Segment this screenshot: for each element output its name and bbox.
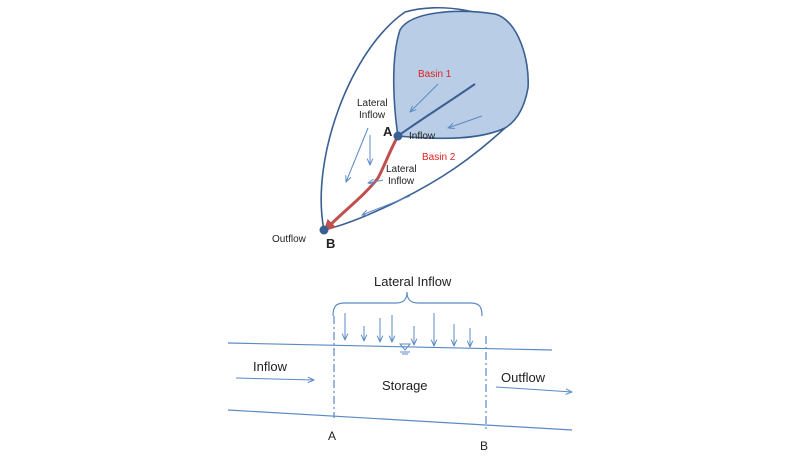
- outflow-label-top: Outflow: [272, 234, 307, 245]
- point-a-marker: [393, 131, 403, 141]
- main-river: [323, 135, 400, 232]
- outflow-arrow: [495, 386, 572, 392]
- point-a-label: A: [383, 124, 393, 139]
- point-b-label: B: [326, 236, 335, 251]
- section-b-label: B: [480, 439, 488, 453]
- basin1-arrow: [410, 83, 439, 112]
- tributary-line: [397, 83, 476, 137]
- lateral-left-arrow-1: [346, 127, 369, 182]
- storage-label: Storage: [382, 378, 428, 393]
- section-a-label: A: [328, 429, 336, 443]
- outflow-label: Outflow: [501, 370, 546, 385]
- lateral-bottom-arrow: [362, 195, 411, 215]
- water-surface-icon: [398, 343, 412, 355]
- basin1-inner-arrow: [448, 115, 483, 128]
- basin-2-label: Basin 2: [422, 152, 456, 163]
- lateral-inflow-brace: [332, 291, 483, 317]
- point-b-marker: [319, 225, 329, 235]
- lateral-inflow-title: Lateral Inflow: [374, 274, 452, 289]
- channel-diagram: Lateral Inflow Inflow Outflow Storage: [227, 274, 573, 453]
- lateral-inflow-left-line1: Lateral: [357, 98, 388, 109]
- basin-1-area: [392, 10, 529, 140]
- lateral-inflow-center-line2: Inflow: [388, 176, 415, 187]
- basin-1-label: Basin 1: [418, 69, 452, 80]
- channel-upper-bank: [227, 342, 553, 351]
- inflow-label: Inflow: [253, 359, 288, 374]
- lateral-inflow-center-line1: Lateral: [386, 164, 417, 175]
- inflow-label-top: Inflow: [409, 131, 436, 142]
- watershed-diagram: Basin 1 Basin 2 Lateral Inflow Lateral I…: [272, 6, 529, 251]
- lateral-center-arrow: [368, 180, 384, 183]
- lateral-inflow-left-line2: Inflow: [359, 110, 386, 121]
- channel-lower-bank: [227, 409, 573, 431]
- inflow-arrow: [235, 378, 314, 380]
